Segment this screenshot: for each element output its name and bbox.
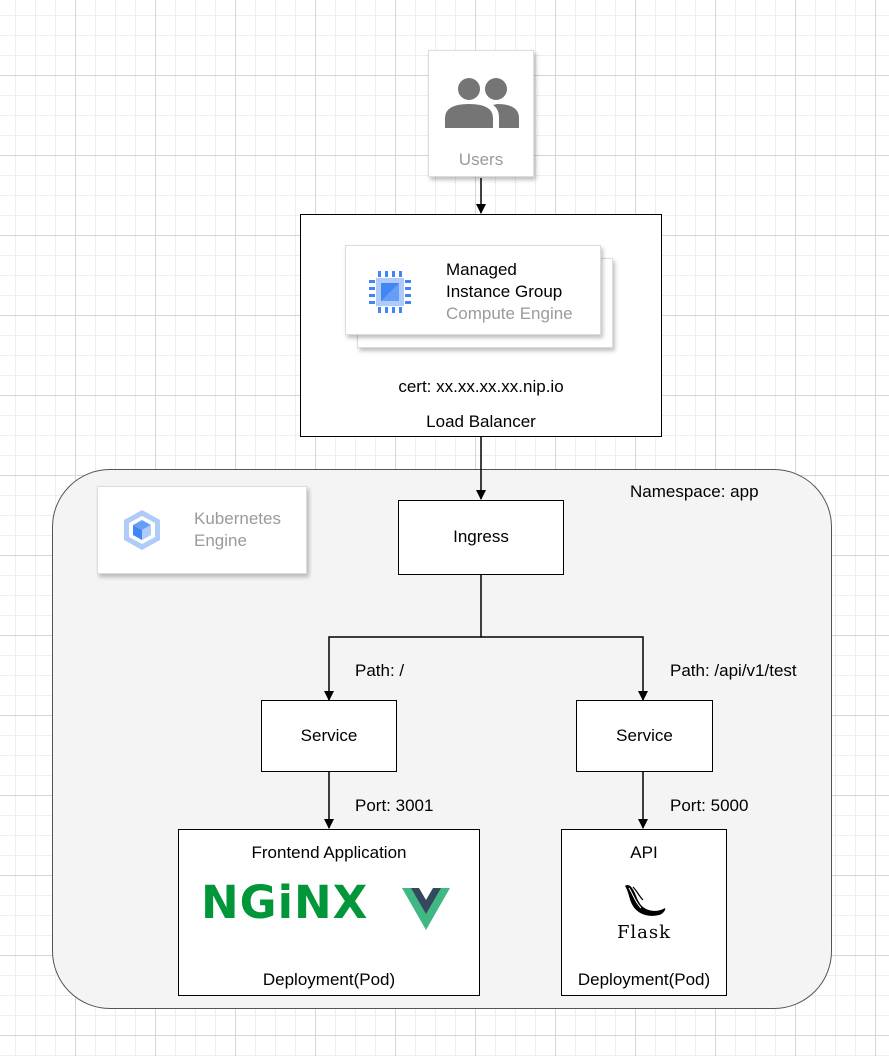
flask-wordmark: Flask [616, 922, 672, 943]
frontend-title: Frontend Application [251, 843, 407, 862]
mig-card: Managed Instance Group Compute Engine [345, 245, 601, 335]
kubernetes-engine-line2: Engine [194, 531, 247, 550]
users-card: Users [428, 50, 534, 177]
left-path-label: Path: / [355, 661, 405, 680]
kubernetes-engine-icon [124, 510, 160, 550]
load-balancer-box: Managed Instance Group Compute Engine ce… [300, 214, 662, 437]
mig-title-line1: Managed [446, 260, 517, 279]
frontend-deployment-box: Frontend Application NGiNX Deployment(Po… [178, 829, 480, 996]
users-label: Users [458, 150, 504, 169]
edge-ingress-to-left-service [324, 575, 482, 701]
right-service-label: Service [616, 726, 673, 745]
frontend-footer: Deployment(Pod) [262, 970, 396, 989]
lb-label: Load Balancer [426, 412, 536, 431]
right-path-label: Path: /api/v1/test [670, 661, 797, 680]
namespace-label: Namespace: app [630, 482, 759, 501]
lb-cert: cert: xx.xx.xx.xx.nip.io [398, 377, 564, 396]
ingress-label: Ingress [453, 527, 509, 546]
left-service-box: Service [261, 700, 397, 772]
right-port-label: Port: 5000 [670, 796, 749, 815]
ingress-box: Ingress [398, 500, 564, 575]
nginx-logo-icon: NGiNX [201, 876, 369, 929]
api-footer: Deployment(Pod) [577, 970, 711, 989]
vue-logo-icon [402, 888, 450, 930]
compute-engine-chip-icon [369, 271, 411, 313]
mig-title-line2: Instance Group [446, 282, 563, 301]
left-service-label: Service [300, 726, 358, 745]
kubernetes-engine-card: Kubernetes Engine [97, 486, 307, 574]
mig-subtitle: Compute Engine [446, 304, 573, 323]
left-port-label: Port: 3001 [355, 796, 434, 815]
edge-ingress-to-right-service [481, 636, 648, 701]
right-service-box: Service [576, 700, 713, 772]
api-title: API [630, 843, 658, 862]
kubernetes-engine-line1: Kubernetes [194, 509, 281, 528]
users-icon [445, 78, 519, 128]
api-deployment-box: API Flask Deployment(Pod) [561, 829, 727, 996]
flask-logo-icon [625, 884, 666, 916]
